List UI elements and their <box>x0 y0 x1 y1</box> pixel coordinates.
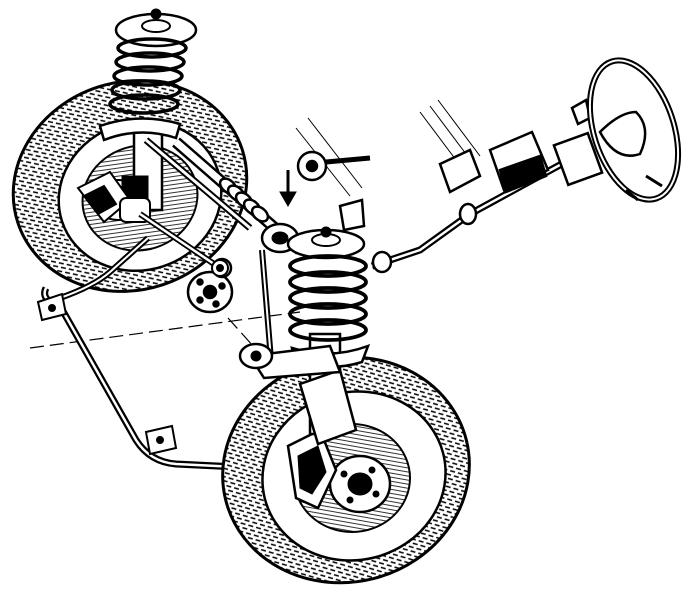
steering-wheel <box>586 57 682 203</box>
track-rod <box>138 137 253 271</box>
lower-wishbone <box>238 342 342 380</box>
anti-roll-bar <box>41 235 301 474</box>
ball-joint <box>211 259 229 277</box>
rack-and-pinion-steering-gear <box>172 137 304 255</box>
right-coil-spring-strut <box>98 8 198 212</box>
column-shroud <box>438 98 604 194</box>
mounting-bracket <box>36 292 178 456</box>
direction-arrow <box>279 170 297 208</box>
upper-mount-bracket <box>296 150 371 232</box>
brake-disc-and-caliper <box>286 423 411 533</box>
